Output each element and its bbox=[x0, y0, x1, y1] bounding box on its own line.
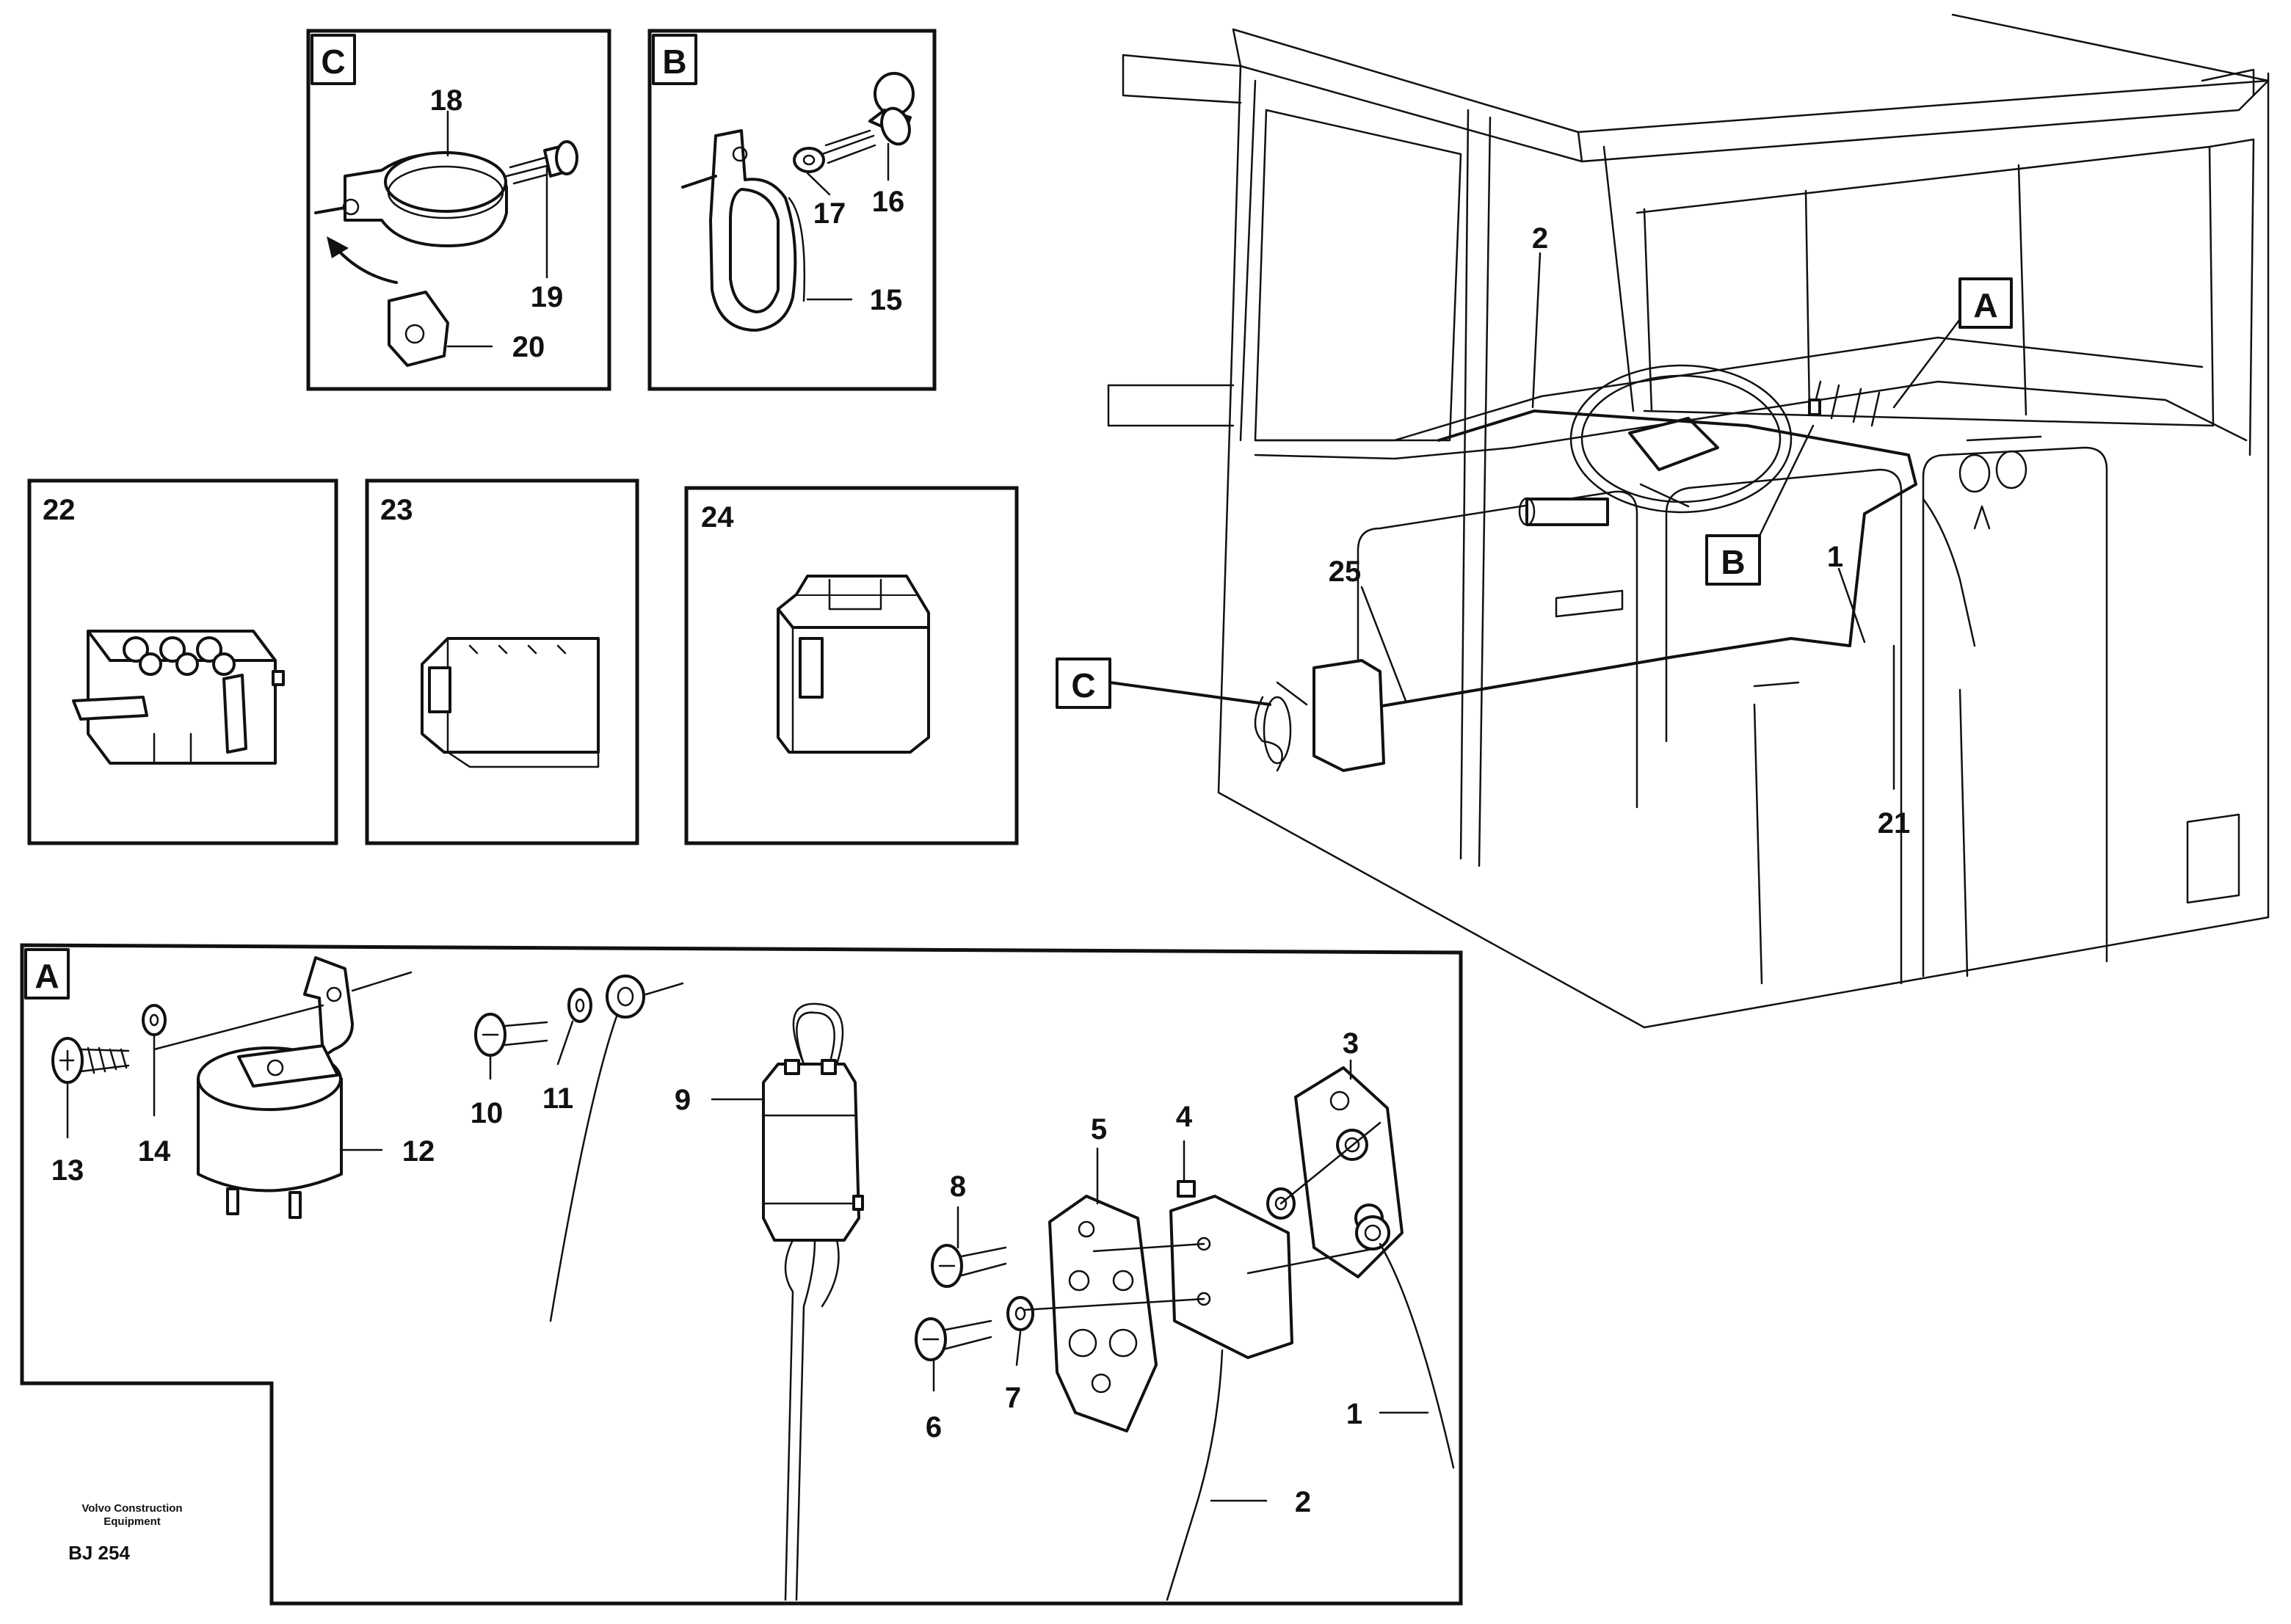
bracket-3-illustration bbox=[1246, 1066, 1455, 1469]
connector-24-illustration bbox=[777, 575, 930, 754]
connector-22-illustration bbox=[72, 630, 285, 765]
detail-panel-c: C 18 19 20 bbox=[306, 29, 611, 391]
callout-1-cab: 1 bbox=[1827, 541, 1843, 573]
callout-17: 17 bbox=[813, 197, 846, 230]
cab-callouts: 2 A B 1 25 C 21 bbox=[1056, 222, 2013, 840]
callout-25: 25 bbox=[1329, 556, 1362, 588]
detail-panel-23: 23 bbox=[365, 478, 639, 845]
callout-19: 19 bbox=[531, 281, 564, 313]
callout-2-detail: 2 bbox=[1295, 1486, 1311, 1518]
clamp-illustration bbox=[314, 140, 578, 367]
panel-22-tag: 22 bbox=[43, 494, 76, 526]
callout-15: 15 bbox=[870, 284, 903, 316]
callout-8: 8 bbox=[950, 1170, 966, 1203]
company-line-2: Equipment bbox=[104, 1515, 161, 1528]
cab-box-a: A bbox=[1973, 286, 1997, 324]
steering-wheel bbox=[1518, 364, 1793, 526]
callout-16: 16 bbox=[872, 186, 905, 218]
callout-10: 10 bbox=[471, 1097, 504, 1129]
callout-12: 12 bbox=[402, 1135, 435, 1168]
callout-4: 4 bbox=[1176, 1101, 1193, 1133]
connector-9-illustration bbox=[762, 1002, 864, 1601]
callout-20: 20 bbox=[512, 331, 545, 363]
cab-relay-block bbox=[1254, 659, 1385, 772]
panel-24-tag: 24 bbox=[701, 501, 734, 534]
callout-14: 14 bbox=[138, 1135, 171, 1168]
relay-12-illustration bbox=[153, 956, 413, 1219]
panel-c-tag: C bbox=[321, 43, 345, 81]
callout-21: 21 bbox=[1878, 807, 1911, 840]
detail-panel-a: A 13 14 12 bbox=[20, 943, 1463, 1606]
callout-7: 7 bbox=[1005, 1382, 1021, 1414]
pad-4-illustration bbox=[1023, 1180, 1293, 1601]
cab-box-c: C bbox=[1071, 666, 1095, 704]
p-clip-illustration bbox=[681, 72, 915, 332]
callout-11: 11 bbox=[542, 1082, 573, 1115]
connector-23-illustration bbox=[421, 637, 600, 768]
callout-6: 6 bbox=[926, 1411, 942, 1443]
ground-terminal-illustration bbox=[474, 975, 684, 1322]
callout-3: 3 bbox=[1343, 1027, 1359, 1060]
cab-box-b: B bbox=[1721, 543, 1745, 581]
company-line-1: Volvo Construction bbox=[81, 1502, 182, 1515]
panel-b-tag: B bbox=[662, 43, 686, 81]
callout-18: 18 bbox=[430, 84, 463, 117]
detail-panel-b: B 17 16 15 bbox=[647, 29, 937, 391]
drawing-code: BJ 254 bbox=[68, 1542, 130, 1564]
cab-overview bbox=[1107, 13, 2270, 1029]
wiring-harness bbox=[1368, 380, 1991, 710]
callout-5: 5 bbox=[1091, 1113, 1107, 1146]
screw-13-washer-14 bbox=[51, 1004, 167, 1084]
detail-panel-24: 24 bbox=[684, 486, 1019, 845]
plate-5-illustration bbox=[1048, 1195, 1158, 1432]
callout-9: 9 bbox=[675, 1084, 691, 1116]
callout-13: 13 bbox=[51, 1154, 84, 1187]
detail-panel-22: 22 bbox=[27, 478, 338, 845]
callout-1-detail: 1 bbox=[1346, 1398, 1362, 1430]
callout-2-cab: 2 bbox=[1532, 222, 1548, 255]
panel-23-tag: 23 bbox=[380, 494, 413, 526]
screws-6-8-washer-7 bbox=[915, 1244, 1034, 1361]
panel-a-tag: A bbox=[35, 957, 59, 995]
